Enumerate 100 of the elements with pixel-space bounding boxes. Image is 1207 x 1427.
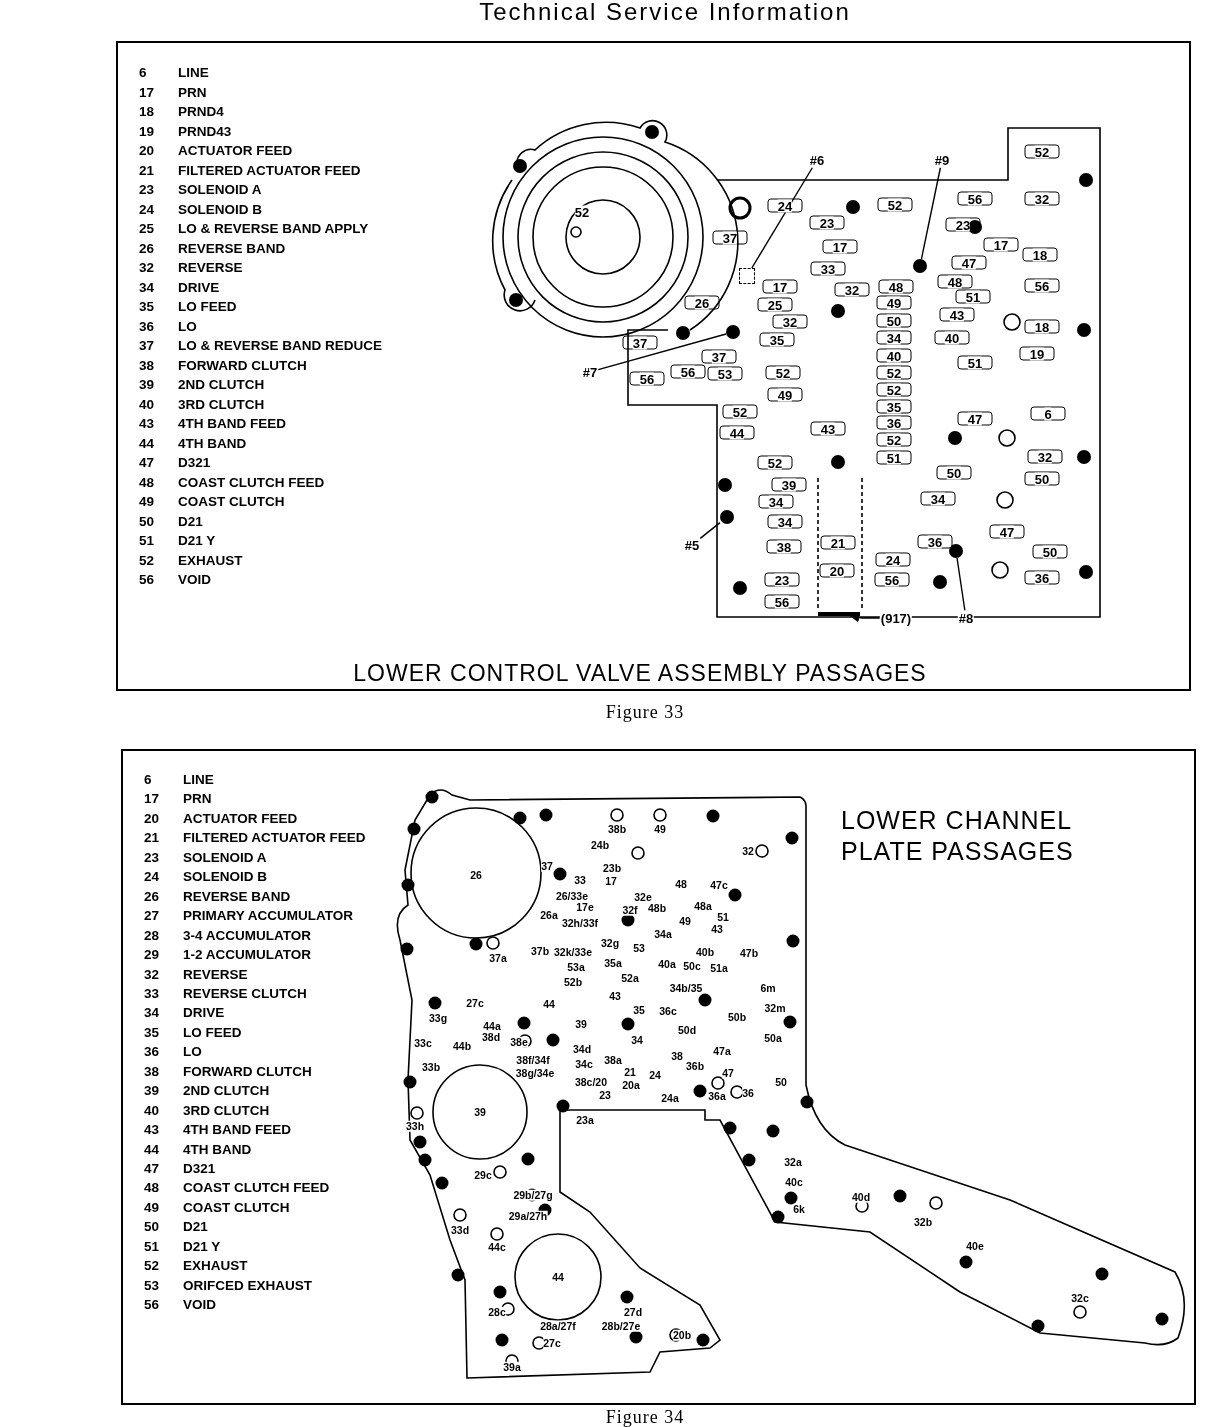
passage-label: 21 (830, 536, 846, 550)
leader-line (699, 521, 721, 540)
passage-label: 32k/33e (554, 946, 592, 958)
passage-label: 52a (621, 972, 639, 984)
passage-label: 34 (631, 1034, 643, 1046)
passage-label: 43 (949, 308, 965, 322)
passage-label: 34a (654, 928, 672, 940)
passage-label: 56 (967, 192, 983, 206)
passage-name: 3-4 ACCUMULATOR (183, 928, 311, 943)
passage-label: 40 (886, 349, 902, 363)
passage-label: 48 (888, 280, 904, 294)
passage-label: 37 (632, 336, 648, 350)
passage-label: 24 (885, 553, 901, 567)
passage-label: 17 (832, 240, 848, 254)
passage-label: 39 (781, 478, 797, 492)
passage-label: 52b (563, 976, 583, 988)
passage-number: 49 (144, 1201, 160, 1215)
passage-label: 40c (785, 1176, 803, 1188)
passage-label: 50c (683, 960, 701, 972)
passage-label: 56 (774, 595, 790, 609)
passage-label: 29a/27h (508, 1210, 548, 1222)
passage-label: 52 (1034, 145, 1050, 159)
passage-number: 43 (144, 1123, 160, 1137)
passage-label: 32b (913, 1216, 933, 1228)
passage-label: 33c (414, 1037, 432, 1049)
passage-number: 50 (144, 1220, 160, 1235)
passage-label: 52 (887, 198, 903, 212)
passage-name: D21 (178, 514, 203, 529)
check-ball (726, 325, 740, 339)
passage-label: 47 (999, 525, 1015, 539)
passage-name: LO & REVERSE BAND APPLY (178, 222, 369, 236)
passage-name: DRIVE (183, 1006, 225, 1021)
passage-name: 4TH BAND (178, 436, 247, 451)
passage-label: 52 (767, 456, 783, 470)
passage-name: PRN (178, 85, 207, 100)
passage-name: D21 Y (178, 534, 216, 548)
passage-number: 32 (144, 967, 160, 982)
passage-name: ACTUATOR FEED (183, 812, 298, 826)
passage-label: 32 (1037, 450, 1053, 464)
passage-number: 37 (139, 339, 155, 353)
passage-name: REVERSE (178, 261, 243, 275)
passage-label: 29c (474, 1169, 492, 1181)
passage-label: 40e (966, 1240, 984, 1252)
passage-name: D21 (183, 1220, 208, 1235)
passage-name: PRIMARY ACCUMULATOR (183, 909, 353, 923)
passage-name: REVERSE BAND (178, 241, 286, 256)
passage-number: 35 (139, 300, 155, 314)
passage-number: 40 (139, 397, 155, 412)
passage-label: 34d (572, 1043, 592, 1055)
passage-label: 44c (488, 1241, 506, 1253)
passage-label: 50a (764, 1032, 782, 1044)
passage-name: D321 (178, 456, 211, 470)
passage-number: 32 (139, 261, 155, 275)
figure-caption: Figure 33 (605, 703, 685, 721)
passage-name: FILTERED ACTUATOR FEED (183, 831, 366, 846)
passage-label: 56 (1034, 279, 1050, 293)
passage-label: 37 (722, 231, 738, 245)
passage-label: 34 (768, 495, 784, 509)
passage-label: 39a (503, 1361, 521, 1373)
passage-number: 28 (144, 928, 160, 943)
passage-number: 34 (139, 280, 155, 295)
passage-name: 1-2 ACCUMULATOR (183, 948, 311, 962)
passage-label: 52 (886, 366, 902, 380)
figure-title: LOWER CONTROL VALVE ASSEMBLY PASSAGES (353, 661, 927, 685)
passage-label: 27c (466, 997, 484, 1009)
passage-label: 56 (884, 573, 900, 587)
passage-label: 24a (661, 1092, 679, 1104)
passage-name: D321 (183, 1162, 216, 1176)
passage-label: 26 (694, 296, 710, 310)
passage-label: 27d (623, 1306, 643, 1318)
passage-label: 38c/20 (574, 1076, 608, 1088)
passage-label: 36b (685, 1060, 705, 1072)
passage-label: 44 (543, 998, 555, 1010)
passage-number: 35 (144, 1026, 160, 1040)
passage-name: LO & REVERSE BAND REDUCE (178, 339, 383, 353)
passage-label: 40 (944, 331, 960, 345)
passage-label: 23 (819, 216, 835, 230)
passage-number: 36 (139, 319, 155, 334)
passage-label: 50 (1042, 545, 1058, 559)
check-ball (720, 510, 734, 524)
passage-label: 35 (633, 1004, 645, 1016)
figure-caption: Figure 34 (605, 1408, 685, 1426)
passage-label: 26 (470, 869, 482, 881)
passage-label: 17 (605, 875, 617, 887)
passage-number: 43 (139, 417, 155, 431)
passage-number: 51 (139, 534, 155, 548)
passage-label: 36 (742, 1087, 754, 1099)
passage-label: 50 (946, 466, 962, 480)
figure-title: LOWER CHANNEL PLATE PASSAGES (841, 805, 1075, 868)
passage-label: 52 (775, 366, 791, 380)
passage-label: 32c (1071, 1292, 1089, 1304)
passage-label: 24 (777, 199, 793, 213)
passage-label: 36a (708, 1090, 726, 1102)
passage-label: 33h (405, 1120, 425, 1132)
passage-label: 24b (590, 839, 610, 851)
passage-label: 53a (567, 961, 585, 973)
passage-label: 32m (764, 1002, 786, 1014)
passage-label: 26a (540, 909, 558, 921)
passage-label: 40b (695, 946, 715, 958)
ball-pocket (739, 268, 755, 284)
